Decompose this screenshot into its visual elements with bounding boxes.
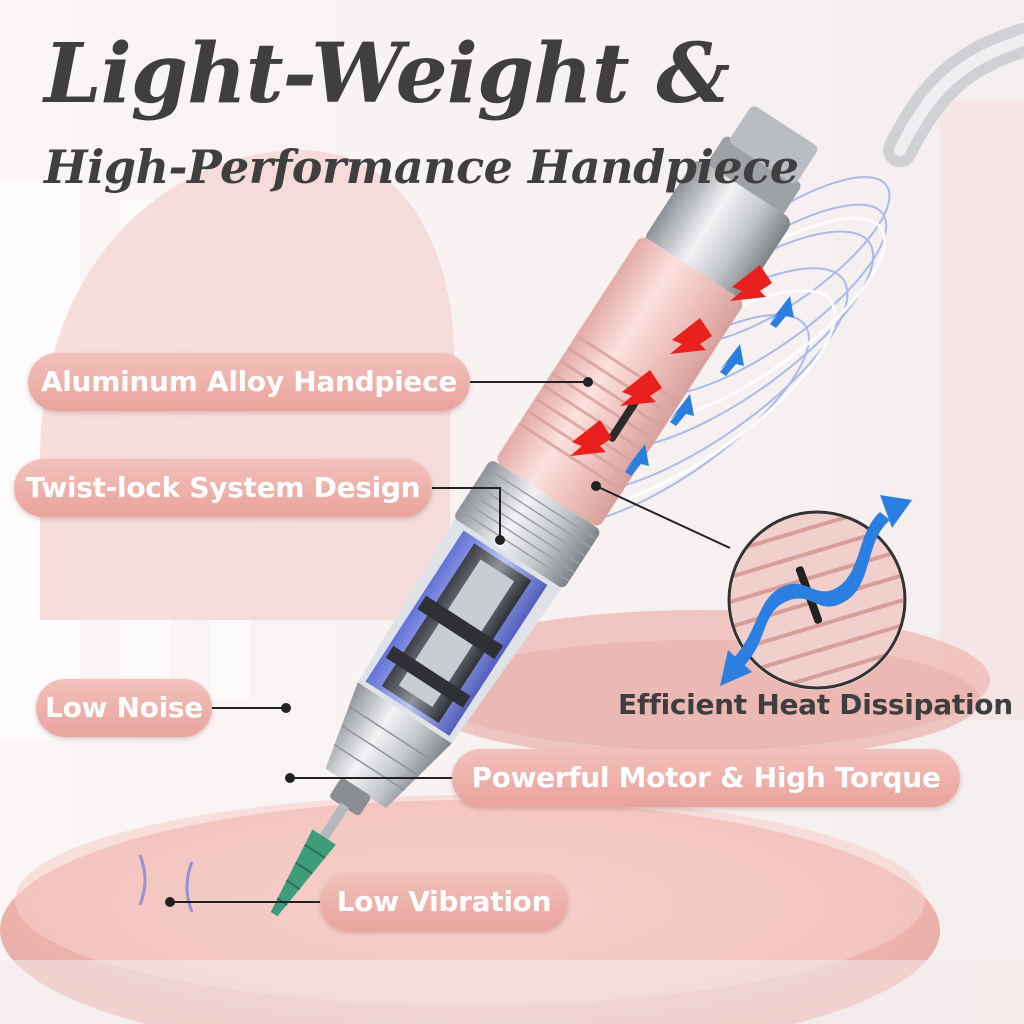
page-subtitle: High-Performance Handpiece bbox=[44, 140, 799, 194]
heat-flow-wave-icon bbox=[720, 495, 912, 686]
low-vibration-callout: Low Vibration bbox=[320, 873, 568, 931]
twist-lock-callout: Twist-lock System Design bbox=[14, 459, 432, 517]
aluminum-alloy-callout: Aluminum Alloy Handpiece bbox=[28, 353, 470, 411]
powerful-motor-callout: Powerful Motor & High Torque bbox=[452, 749, 960, 807]
heat-in-arrow-icon bbox=[570, 265, 772, 456]
airflow-out-arrow-icon bbox=[625, 296, 794, 476]
low-noise-callout: Low Noise bbox=[36, 679, 212, 737]
heat-dissipation-label: Efficient Heat Dissipation bbox=[618, 688, 1013, 721]
page-title: Light-Weight & bbox=[44, 26, 730, 122]
